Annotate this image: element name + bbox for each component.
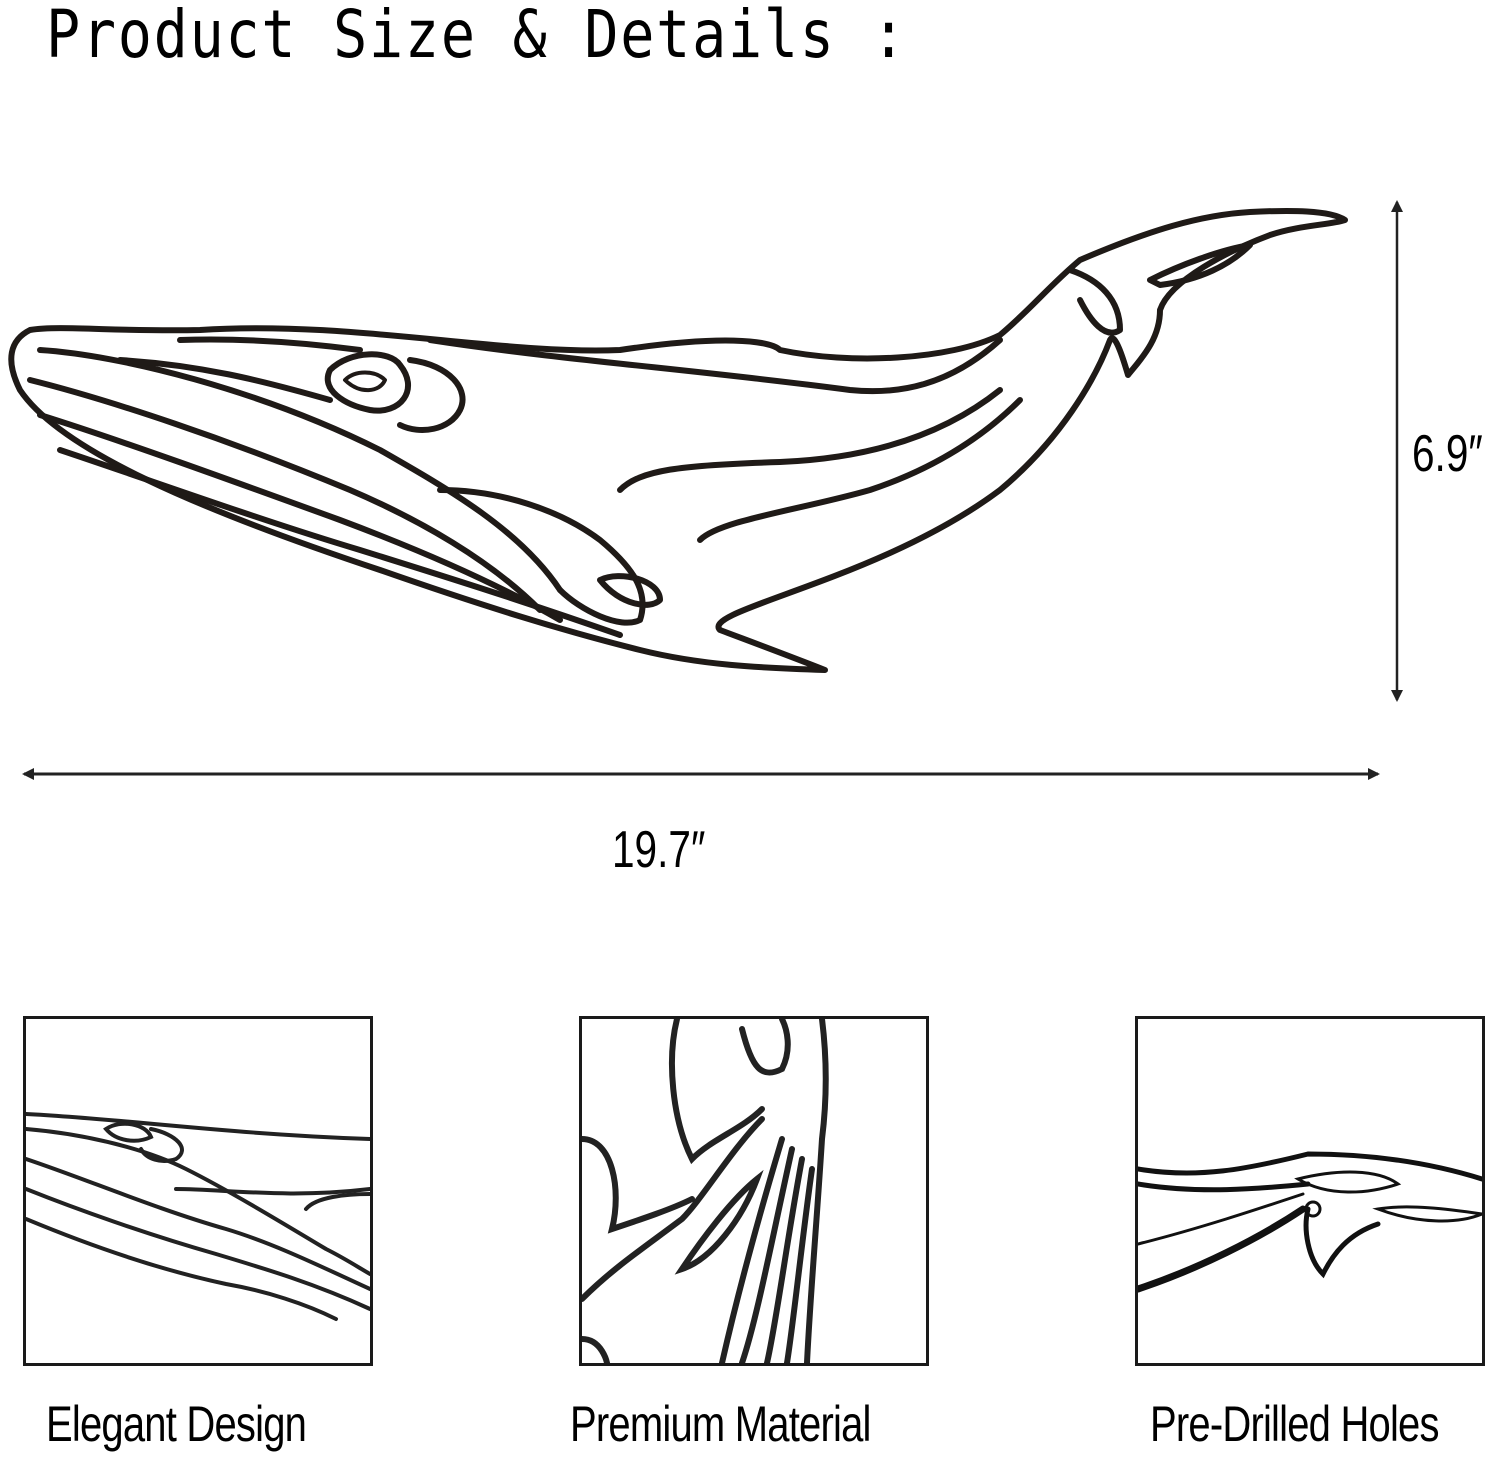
page-title: Product Size & Details : (46, 0, 908, 73)
caption-pre-drilled-holes: Pre-Drilled Holes (1150, 1396, 1440, 1452)
width-dimension-arrow (22, 768, 1380, 780)
height-label: 6.9″ (1412, 425, 1483, 483)
detail-image-elegant-design (23, 1016, 373, 1366)
detail-image-pre-drilled-holes (1135, 1016, 1485, 1366)
width-label: 19.7″ (612, 821, 706, 879)
caption-premium-material: Premium Material (570, 1396, 871, 1452)
detail-image-premium-material (579, 1016, 929, 1366)
caption-elegant-design: Elegant Design (46, 1396, 307, 1452)
height-dimension-arrow (1391, 200, 1403, 702)
whale-illustration (8, 207, 1348, 673)
